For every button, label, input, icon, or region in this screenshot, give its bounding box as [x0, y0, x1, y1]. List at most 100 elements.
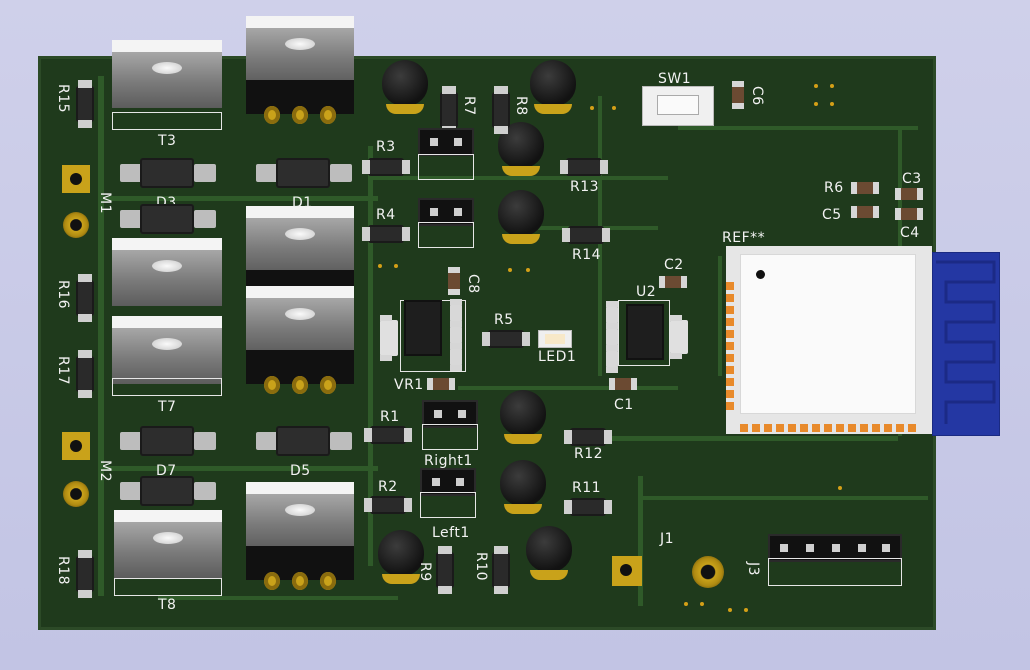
- resistor-r8[interactable]: [492, 86, 510, 134]
- trace: [98, 466, 378, 471]
- capacitor-c3[interactable]: [895, 188, 923, 200]
- wifi-module[interactable]: [726, 246, 932, 434]
- transistor-t7[interactable]: [112, 316, 222, 386]
- trace: [638, 476, 643, 606]
- resistor-r1[interactable]: [364, 426, 412, 444]
- regulator-vr1[interactable]: [404, 300, 442, 356]
- ref-label: REF**: [722, 230, 766, 246]
- r13-label: R13: [570, 179, 600, 195]
- vr1-pad: [450, 343, 462, 371]
- regulator-bottom[interactable]: [246, 482, 354, 592]
- capacitor-c8[interactable]: [448, 267, 460, 295]
- diode-d1[interactable]: [256, 158, 352, 188]
- resistor-r7[interactable]: [440, 86, 458, 134]
- diode-d3-upper[interactable]: [120, 158, 216, 188]
- transistor-to92-2[interactable]: [528, 60, 578, 114]
- m2-label: M2: [97, 460, 113, 482]
- r5-label: R5: [494, 312, 514, 328]
- regulator-mid[interactable]: [246, 286, 354, 396]
- silkscreen-outline: [114, 578, 222, 596]
- vr1-pad: [450, 299, 462, 327]
- transistor-to92-7[interactable]: [376, 530, 426, 584]
- transistor-to92-1[interactable]: [380, 60, 430, 114]
- module-castellation-pad: [788, 424, 796, 432]
- resistor-r18[interactable]: [76, 550, 94, 598]
- header-right1[interactable]: [422, 400, 478, 428]
- header-left1[interactable]: [420, 468, 476, 496]
- resistor-r16[interactable]: [76, 274, 94, 322]
- trace: [368, 176, 668, 180]
- diode-d5[interactable]: [256, 426, 352, 456]
- header-j3[interactable]: [768, 534, 902, 562]
- module-castellation-pad: [726, 294, 734, 302]
- module-castellation-pad: [726, 378, 734, 386]
- resistor-r9[interactable]: [436, 546, 454, 594]
- m1-pad-round[interactable]: [63, 212, 89, 238]
- resistor-r5[interactable]: [482, 330, 530, 348]
- resistor-r12[interactable]: [564, 428, 612, 446]
- t8-label: T8: [158, 597, 177, 613]
- diode-d7-lower[interactable]: [120, 476, 216, 506]
- resistor-r6[interactable]: [851, 182, 879, 194]
- transistor-to92-8[interactable]: [524, 526, 574, 580]
- transistor-t3[interactable]: [112, 40, 222, 128]
- diode-d7[interactable]: [120, 426, 216, 456]
- module-castellation-pad: [812, 424, 820, 432]
- pin1-marker: [756, 270, 765, 279]
- module-castellation-pad: [726, 282, 734, 290]
- header-r3[interactable]: [418, 128, 474, 156]
- transistor-to92-5[interactable]: [498, 390, 548, 444]
- transistor-to92-6[interactable]: [498, 460, 548, 514]
- transistor-t8[interactable]: [114, 510, 222, 582]
- resistor-r4[interactable]: [362, 225, 410, 243]
- module-shield: [740, 254, 916, 414]
- capacitor-c5[interactable]: [851, 206, 879, 218]
- r16-label: R16: [55, 280, 71, 310]
- ic-u2[interactable]: [626, 304, 664, 360]
- module-castellation-pad: [726, 306, 734, 314]
- resistor-r3[interactable]: [362, 158, 410, 176]
- transistor-upper-mid[interactable]: [112, 238, 222, 308]
- resistor-r15[interactable]: [76, 80, 94, 128]
- r15-label: R15: [55, 84, 71, 114]
- capacitor-c2[interactable]: [659, 276, 687, 288]
- resistor-r11[interactable]: [564, 498, 612, 516]
- j1-pad-round[interactable]: [692, 556, 724, 588]
- transistor-to92-4[interactable]: [496, 190, 546, 244]
- module-castellation-pad: [764, 424, 772, 432]
- m1-pad-square[interactable]: [62, 165, 90, 193]
- switch-button[interactable]: [657, 95, 699, 115]
- r6-label: R6: [824, 180, 844, 196]
- r8-label: R8: [513, 96, 529, 116]
- module-castellation-pad: [726, 330, 734, 338]
- resistor-r13[interactable]: [560, 158, 608, 176]
- capacitor-c6[interactable]: [732, 81, 744, 109]
- d1-label: D1: [292, 195, 313, 211]
- j1-pad-square[interactable]: [612, 556, 642, 586]
- led1[interactable]: [538, 330, 572, 348]
- capacitor-c1[interactable]: [609, 378, 637, 390]
- regulator-upper-mid[interactable]: [246, 206, 354, 304]
- module-castellation-pad: [908, 424, 916, 432]
- r1-label: R1: [380, 409, 400, 425]
- module-castellation-pad: [726, 390, 734, 398]
- resistor-r17[interactable]: [76, 350, 94, 398]
- header-r4[interactable]: [418, 198, 474, 226]
- capacitor-c4[interactable]: [895, 208, 923, 220]
- switch-sw1[interactable]: [642, 86, 714, 126]
- r17-label: R17: [55, 356, 71, 386]
- diode-d3[interactable]: [120, 204, 216, 234]
- trace: [98, 196, 378, 201]
- m2-pad-square[interactable]: [62, 432, 90, 460]
- resistor-r2[interactable]: [364, 496, 412, 514]
- resistor-r10[interactable]: [492, 546, 510, 594]
- c2-label: C2: [664, 257, 684, 273]
- right1-label: Right1: [424, 453, 473, 469]
- module-castellation-pad: [800, 424, 808, 432]
- capacitor-vr1-out[interactable]: [427, 378, 455, 390]
- m2-pad-round[interactable]: [63, 481, 89, 507]
- vr1-tab: [380, 315, 398, 361]
- r12-label: R12: [574, 446, 604, 462]
- regulator-top[interactable]: [246, 16, 354, 128]
- resistor-r14[interactable]: [562, 226, 610, 244]
